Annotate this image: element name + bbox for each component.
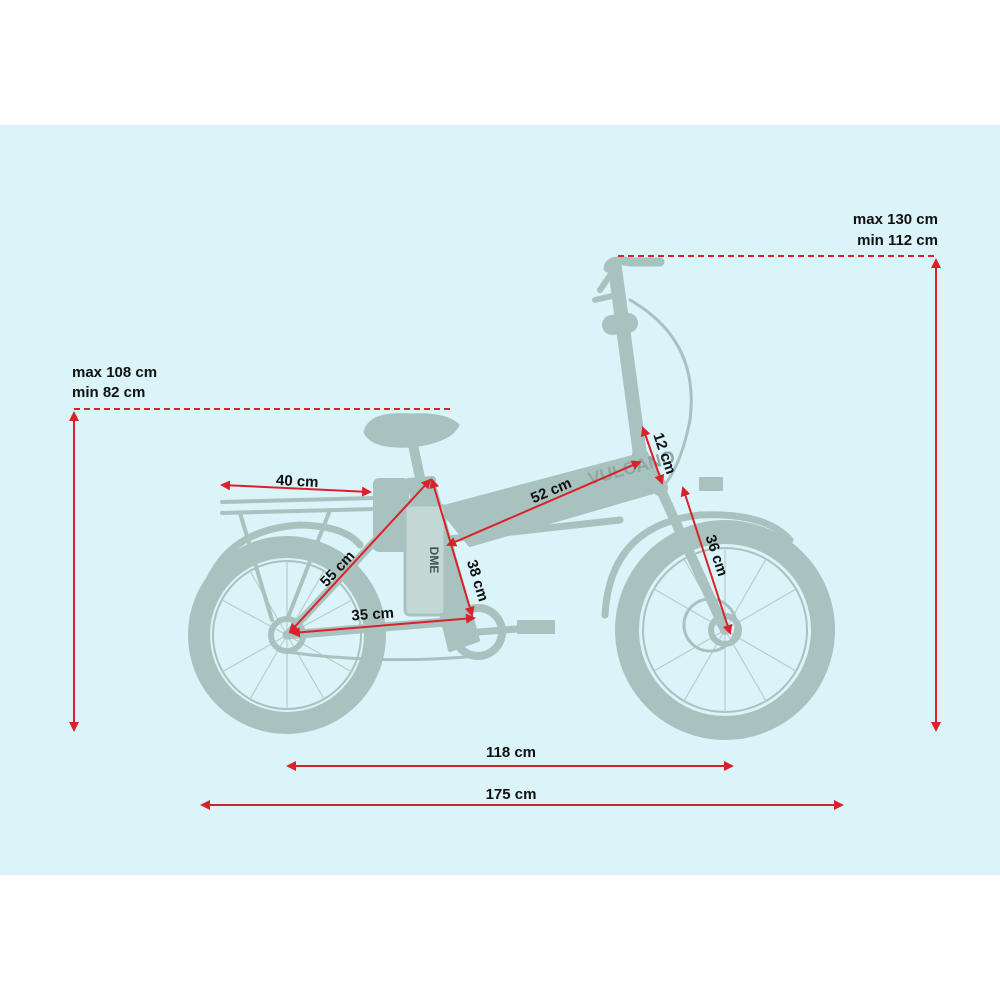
handlebar-height-max-label: max 130 cm	[853, 211, 938, 228]
rack-length-label: 40 cm	[276, 472, 319, 491]
fork-line	[680, 486, 733, 635]
handlebar	[603, 256, 665, 273]
folding-ebike-illustration	[188, 256, 835, 740]
head-tube-line	[640, 426, 665, 485]
seat-tube-line	[429, 478, 475, 617]
battery-brand-text: DME	[427, 547, 441, 574]
chain-stay-label: 35 cm	[351, 605, 395, 625]
folding-joint	[602, 313, 638, 335]
wheelbase-label: 118 cm	[486, 744, 536, 761]
chain-stay-line	[290, 613, 476, 638]
saddle-height-min-label: min 82 cm	[72, 384, 145, 401]
dimension-lines	[69, 255, 941, 810]
top-tube-line	[446, 460, 642, 547]
stem	[608, 261, 647, 462]
saddle	[363, 413, 460, 448]
seat-stay-line	[288, 478, 432, 634]
handlebar-height-min-label: min 112 cm	[857, 232, 938, 249]
total-length-label: 175 cm	[486, 786, 537, 803]
saddle-height-max-label: max 108 cm	[72, 364, 157, 381]
